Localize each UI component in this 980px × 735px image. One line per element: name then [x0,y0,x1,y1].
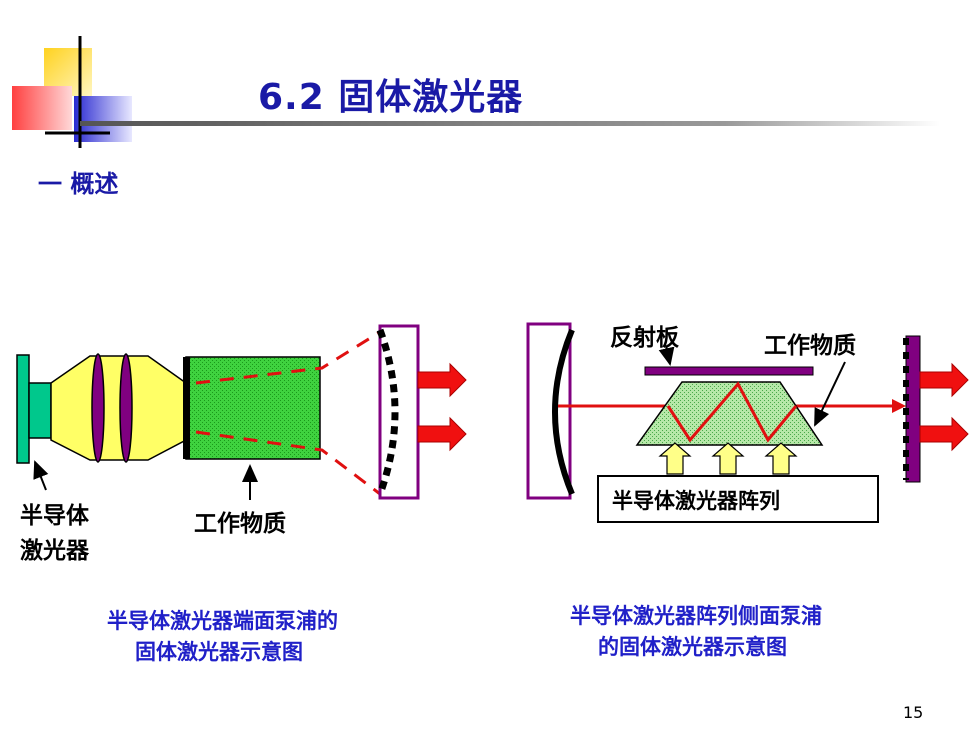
label-diode-line2: 激光器 [20,538,89,564]
header-rule [80,121,940,126]
output-mirror-frame [378,324,420,500]
rear-mirror-frame [526,322,572,500]
label-diode-array: 半导体激光器阵列 [612,489,780,513]
output-beam-arrow-bottom [417,416,467,452]
output-arrow-right-bottom [919,416,969,452]
slide-title: 6.2 固体激光器 [258,77,524,118]
caption-right-line2: 的固体激光器示意图 [598,635,787,659]
label-gain-medium-right: 工作物质 [764,333,856,359]
pointer-reflector [658,345,675,366]
diode-body [28,382,52,439]
page-number: 15 [903,703,924,722]
pump-arrows [658,442,798,475]
intracavity-beam-bottom [195,430,381,496]
section-heading: 一 概述 [38,170,119,198]
output-beam-arrow-top [417,362,467,398]
caption-left-line1: 半导体激光器端面泵浦的 [107,609,338,633]
pointer-slab [814,361,846,427]
pointer-diode [33,460,49,491]
intracavity-beam-top [195,330,381,385]
label-reflector: 反射板 [610,325,679,351]
output-coupler-mirror [376,328,399,496]
title-ornament [12,36,132,148]
laser-crystal [185,356,321,460]
lens-housing [50,355,187,461]
label-gain-medium-left: 工作物质 [194,511,286,537]
output-arrow-right-top [919,362,969,398]
caption-left-line2: 固体激光器示意图 [135,640,303,664]
zigzag-beam [666,381,798,443]
label-diode-line1: 半导体 [20,503,89,529]
diode-heatsink [16,354,30,464]
reflector-plate [644,366,814,376]
end-pumped-diagram [16,324,467,500]
diode-array-box [597,475,879,523]
rear-cavity-mirror [552,328,575,496]
focusing-lens-2 [119,353,133,463]
slab-crystal [635,381,824,446]
focusing-lens-1 [91,353,105,463]
side-pumped-diagram [526,322,969,523]
caption-right-line1: 半导体激光器阵列侧面泵浦 [570,604,822,628]
input-mirror-coating [183,357,190,459]
